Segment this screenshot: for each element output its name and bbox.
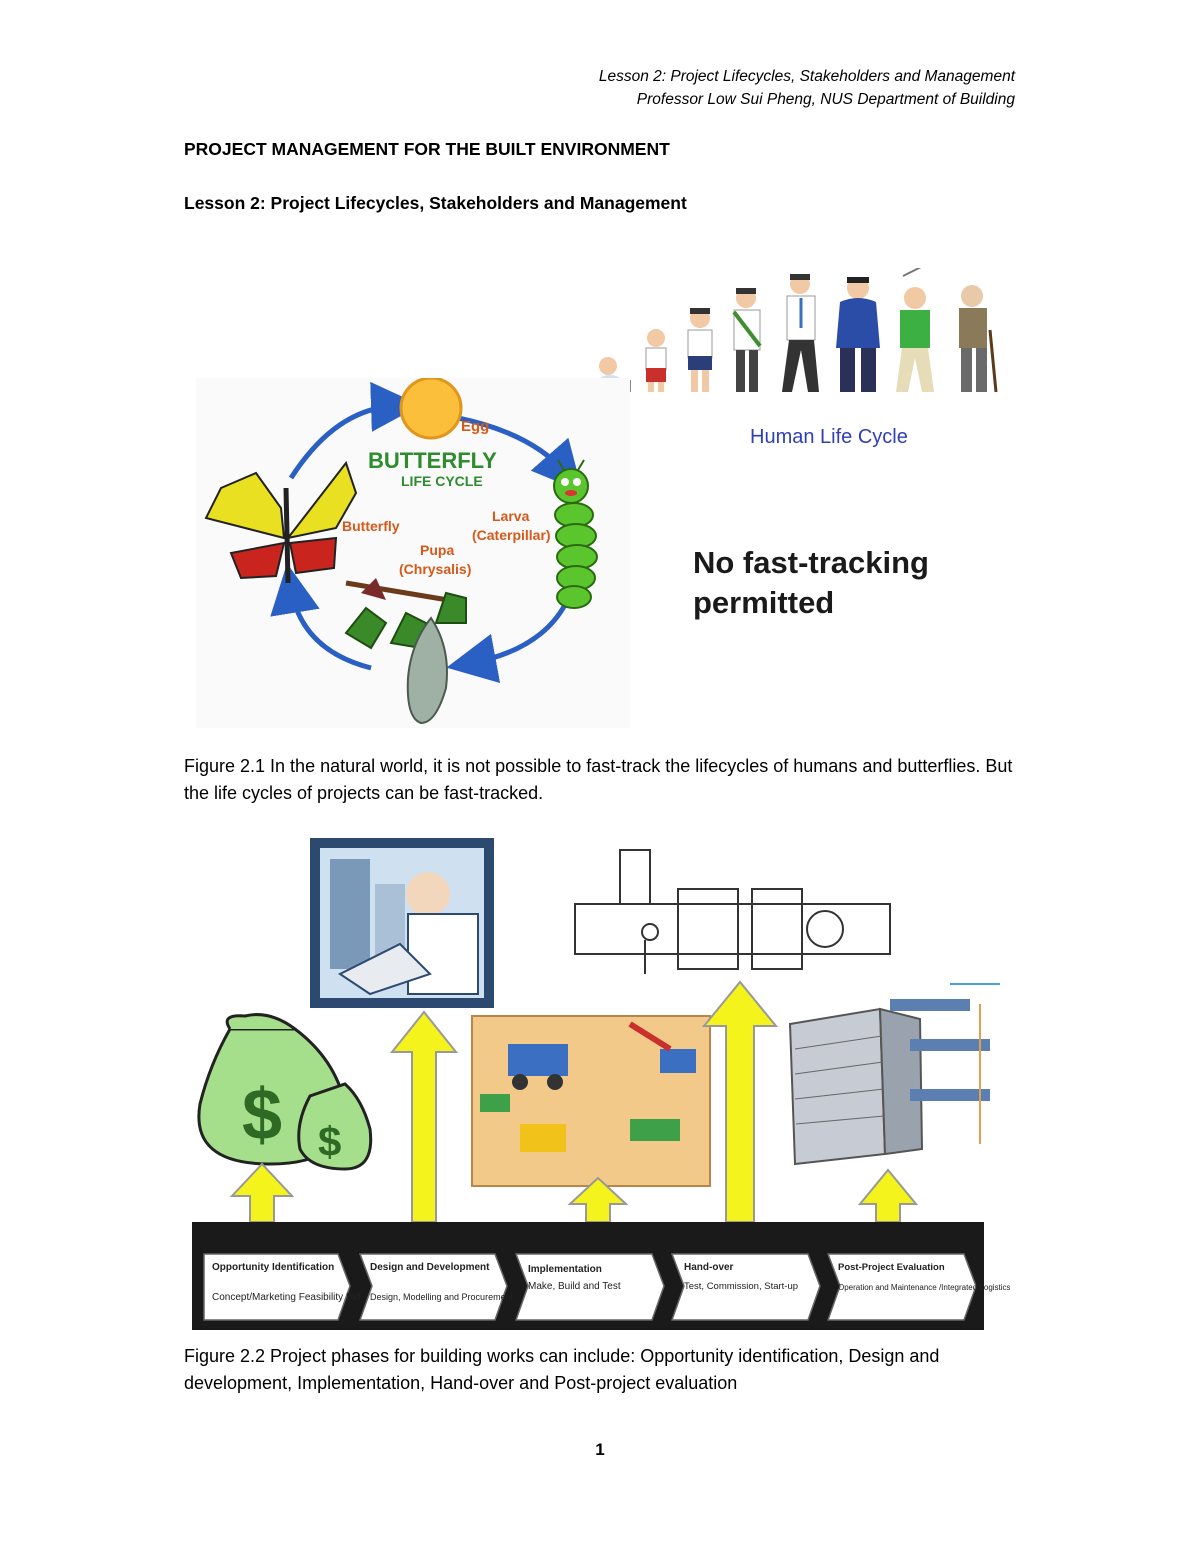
middle-aged-figure — [896, 268, 934, 392]
phase-arrows — [229, 980, 919, 1223]
phase-1-title: Opportunity Identification — [212, 1262, 334, 1273]
phase-1-desc: Concept/Marketing Feasibility Bid — [212, 1292, 360, 1303]
phase-5-desc: Operation and Maintenance /Integrated Lo… — [838, 1283, 1010, 1292]
human-life-cycle-label: Human Life Cycle — [750, 426, 908, 448]
running-header-lesson: Lesson 2: Project Lifecycles, Stakeholde… — [598, 68, 1015, 85]
money-symbol-small: $ — [318, 1118, 341, 1165]
larva-sublabel: (Caterpillar) — [472, 527, 551, 543]
money-bags-icon: $ $ — [197, 1013, 373, 1171]
adult-figure — [836, 277, 880, 392]
chrysalis-icon — [406, 616, 448, 725]
phase-3-desc: Make, Build and Test — [528, 1281, 621, 1292]
butterfly-icon — [204, 460, 358, 584]
figure-2-2-caption: Figure 2.2 Project phases for building w… — [184, 1346, 940, 1393]
young-adult-figure — [782, 274, 819, 392]
butterfly-life-cycle-illustration: Egg BUTTERFLY LIFE CYCLE Larva (Caterpil… — [196, 376, 630, 728]
project-phases-figure: $ $ — [192, 838, 1010, 1330]
phase-2-title: Design and Development — [370, 1262, 490, 1273]
no-fast-tracking-line1: No fast-tracking — [693, 545, 929, 580]
pupa-label: Pupa — [420, 542, 454, 558]
butterfly-cycle-title: BUTTERFLY — [368, 448, 497, 473]
child-figure — [687, 308, 713, 392]
phase-chevron-4: Hand-over Test, Commission, Start-up — [670, 1253, 821, 1321]
larva-label: Larva — [492, 508, 530, 524]
no-fast-tracking-line2: permitted — [693, 585, 835, 620]
designer-drafting-illustration — [310, 838, 494, 1008]
phase-chevron-3: Implementation Make, Build and Test — [514, 1253, 665, 1321]
leaves-branch-icon — [344, 578, 467, 650]
page-number: 1 — [595, 1440, 605, 1459]
phase-2-desc: Design, Modelling and Procurement — [370, 1292, 514, 1302]
butterfly-cycle-subtitle-text: LIFE CYCLE — [401, 473, 483, 489]
phase-4-desc: Test, Commission, Start-up — [684, 1281, 798, 1292]
caterpillar-icon — [553, 459, 598, 609]
phase-chevron-5: Post-Project Evaluation Operation and Ma… — [826, 1253, 1010, 1321]
cycle-arrows — [270, 381, 583, 684]
phase-chevron-2: Design and Development Design, Modelling… — [358, 1253, 514, 1321]
toddler-figure — [645, 329, 667, 392]
document-title: PROJECT MANAGEMENT FOR THE BUILT ENVIRON… — [184, 139, 670, 159]
phase-5-title: Post-Project Evaluation — [838, 1262, 945, 1273]
egg-icon — [399, 376, 463, 440]
elderly-figure — [959, 285, 998, 393]
phase-4-title: Hand-over — [684, 1262, 734, 1273]
figure-2-1-caption: Figure 2.1 In the natural world, it is n… — [184, 756, 1013, 803]
smart-building-illustration — [788, 983, 1000, 1166]
running-header-author: Professor Low Sui Pheng, NUS Department … — [636, 91, 1015, 108]
egg-label: Egg — [461, 418, 489, 435]
phase-chevron-1: Opportunity Identification Concept/Marke… — [203, 1253, 360, 1321]
lesson-title: Lesson 2: Project Lifecycles, Stakeholde… — [184, 193, 687, 213]
human-life-cycle-illustration — [597, 268, 998, 393]
teen-figure — [732, 288, 762, 392]
no-fast-tracking-text: No fast-tracking permitted — [693, 543, 929, 623]
hvac-section-drawing — [574, 849, 891, 974]
phase-3-title: Implementation — [528, 1264, 602, 1275]
pupa-sublabel: (Chrysalis) — [399, 561, 471, 577]
butterfly-label: Butterfly — [342, 518, 400, 534]
construction-site-illustration — [471, 1015, 711, 1187]
money-symbol-large: $ — [242, 1075, 282, 1155]
